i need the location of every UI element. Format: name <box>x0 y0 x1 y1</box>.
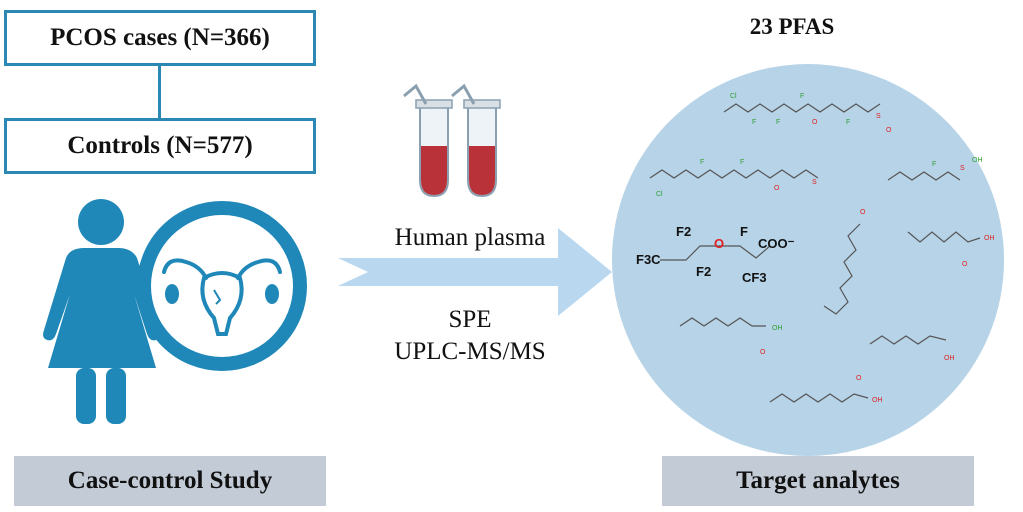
sample-label: Human plasma <box>394 224 546 251</box>
svg-text:F: F <box>846 119 850 126</box>
svg-text:O: O <box>860 209 866 216</box>
svg-text:F3C: F3C <box>636 252 661 267</box>
case-control-study-label: Case-control Study <box>14 456 326 506</box>
uterus-icon <box>137 201 307 371</box>
svg-text:S: S <box>960 165 965 172</box>
svg-text:OH: OH <box>984 235 995 242</box>
svg-text:F2: F2 <box>676 224 691 239</box>
controls-box: Controls (N=577) <box>4 118 316 174</box>
svg-text:OH: OH <box>872 397 883 404</box>
test-tube-icon <box>403 83 453 198</box>
svg-text:F: F <box>740 159 744 166</box>
svg-text:F: F <box>700 159 704 166</box>
analysis-label: UPLC-MS/MS <box>394 338 546 365</box>
svg-text:O: O <box>774 185 780 192</box>
svg-text:O: O <box>714 236 724 251</box>
svg-text:OH: OH <box>972 157 983 164</box>
woman-icon <box>43 199 161 424</box>
pcos-cases-box: PCOS cases (N=366) <box>4 10 316 66</box>
process-arrow <box>338 228 612 316</box>
target-analytes-label: Target analytes <box>662 456 974 506</box>
svg-text:S: S <box>812 179 817 186</box>
svg-text:F: F <box>932 161 936 168</box>
svg-text:O: O <box>962 261 968 268</box>
controls-label: Controls (N=577) <box>67 132 253 159</box>
pfas-structures <box>649 103 981 403</box>
svg-text:Cl: Cl <box>656 191 663 198</box>
hfpo-da-structure: F3C F2 F2 O F COO⁻ CF3 <box>636 224 795 285</box>
pcos-cases-label: PCOS cases (N=366) <box>50 24 270 51</box>
pfas-circle <box>612 64 1004 456</box>
test-tube-icon <box>451 83 501 198</box>
svg-text:S: S <box>876 113 881 120</box>
extraction-label: SPE <box>448 306 492 333</box>
svg-text:OH: OH <box>772 325 783 332</box>
svg-text:O: O <box>760 349 766 356</box>
pfas-atom-labels: Cl F F F F O S O Cl F F O S F S OH OH O O O… <box>656 93 995 404</box>
svg-text:CF3: CF3 <box>742 270 767 285</box>
svg-text:F: F <box>800 93 804 100</box>
svg-text:Cl: Cl <box>730 93 737 100</box>
svg-text:F: F <box>752 119 756 126</box>
svg-text:COO⁻: COO⁻ <box>758 236 795 251</box>
svg-text:O: O <box>886 127 892 134</box>
pfas-count-title: 23 PFAS <box>749 14 835 39</box>
box-connector-line <box>158 66 161 118</box>
svg-text:O: O <box>812 119 818 126</box>
svg-text:F: F <box>776 119 780 126</box>
svg-text:F2: F2 <box>696 264 711 279</box>
svg-text:OH: OH <box>944 355 955 362</box>
svg-text:F: F <box>740 224 748 239</box>
svg-text:O: O <box>856 375 862 382</box>
